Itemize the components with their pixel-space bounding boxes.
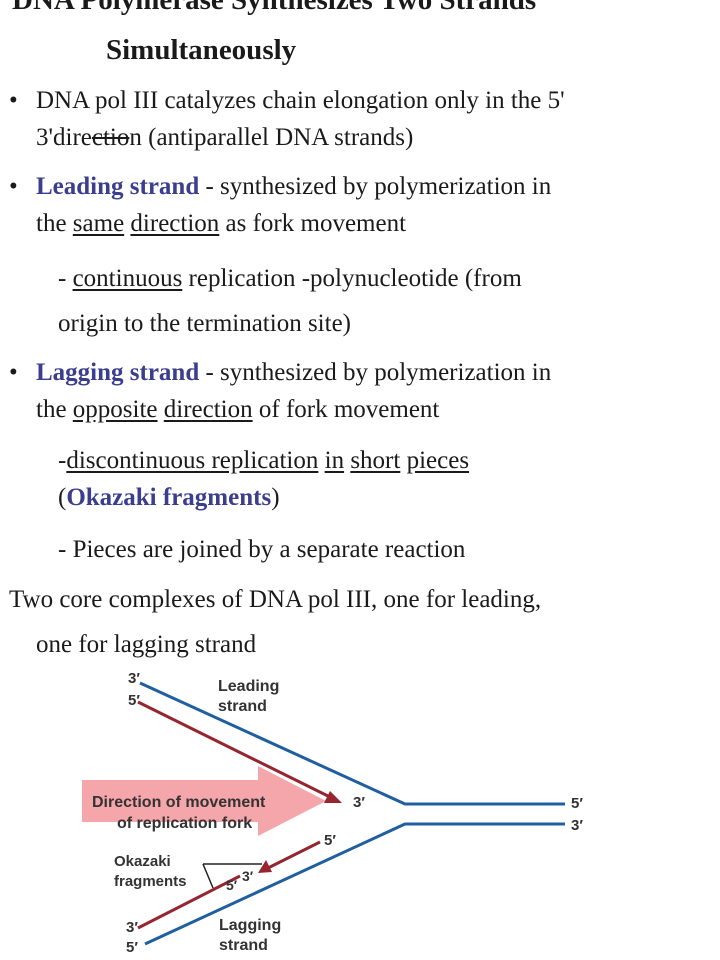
leading-strand-term: Leading strand: [36, 173, 200, 200]
sub-leading-line1: - continuous replication -polynucleotide…: [58, 256, 522, 301]
right-3-end: 3′: [571, 817, 583, 834]
underlined-word: discontinuous replication: [66, 447, 319, 474]
underlined-word: same: [72, 210, 125, 237]
fork-direction-arrow: [82, 766, 326, 836]
bullet-leading-line2: the same direction as fork movement: [9, 205, 551, 242]
leading-label-line1: Leading: [218, 678, 279, 695]
underlined-word: direction: [163, 396, 253, 423]
leading-label-line2: strand: [218, 698, 267, 715]
closing-line1: Two core complexes of DNA pol III, one f…: [9, 586, 542, 613]
text-run: 3'dire: [36, 124, 92, 151]
underlined-word: opposite: [72, 396, 158, 423]
struck-text: ctio: [91, 124, 130, 151]
lagging-template-strand: [144, 822, 565, 946]
sub-lagging-discontinuous: -discontinuous replication in short piec…: [58, 442, 469, 516]
closing-paragraph: Two core complexes of DNA pol III, one f…: [9, 577, 541, 667]
text-run: the: [36, 210, 73, 237]
new-leading-strand: [137, 700, 333, 800]
bullet-pol-iii-line2: 3'direction (antiparallel DNA strands): [9, 119, 565, 156]
text-run: - synthesized by polymerization in: [199, 359, 552, 386]
end-5-bottom: 5′: [126, 939, 138, 956]
underlined-word: short: [350, 447, 401, 474]
text-run: of fork movement: [252, 396, 440, 423]
bullet-pol-iii-line1: DNA pol III catalyzes chain elongation o…: [36, 87, 565, 114]
fragment-5-end: 5′: [226, 877, 238, 893]
okazaki-term: Okazaki fragments: [66, 484, 272, 511]
text-run: -: [58, 447, 67, 474]
lagging-strand-term: Lagging strand: [36, 359, 200, 386]
lagging-label-line2: strand: [219, 937, 268, 954]
sub-leading-line2: origin to the termination site): [58, 310, 351, 337]
fragment-3-end: 3′: [242, 868, 254, 884]
text-run: the: [36, 396, 73, 423]
direction-label-line1: Direction of movement: [92, 794, 266, 811]
lagging-fragment-2: [137, 874, 241, 930]
underlined-word: in: [324, 447, 345, 474]
lagging-fragment-1-arrowhead: [258, 860, 272, 873]
text-run: -: [58, 265, 73, 292]
bullet-leading-strand: • Leading strand - synthesized by polyme…: [9, 168, 551, 242]
leading-template-strand: [139, 681, 565, 806]
leading-new-3-end: 3′: [353, 794, 365, 811]
direction-label-line2: of replication fork: [117, 815, 252, 832]
text-run: ): [271, 484, 280, 511]
lagging-label-line1: Lagging: [219, 917, 281, 934]
sub-leading-continuous: - continuous replication -polynucleotide…: [58, 256, 522, 346]
title-line-2: Simultaneously: [106, 34, 297, 66]
sub-lagging-line1: -discontinuous replication in short piec…: [58, 442, 469, 479]
end-3-bottom: 3′: [126, 919, 138, 936]
bullet-lagging-line2: the opposite direction of fork movement: [9, 391, 551, 428]
text-run: as fork movement: [219, 210, 407, 237]
bullet-marker: •: [9, 173, 18, 200]
sub-pieces-joined: - Pieces are joined by a separate reacti…: [58, 536, 466, 563]
bullet-marker: •: [9, 87, 18, 114]
new-leading-strand-arrowhead: [324, 791, 342, 803]
bullet-marker: •: [9, 359, 18, 386]
bullet-lagging-strand: • Lagging strand - synthesized by polyme…: [9, 354, 551, 428]
okazaki-label-line2: fragments: [114, 873, 187, 890]
text-run: replication -polynucleotide (from: [182, 265, 522, 292]
replication-fork-diagram: Leading strand 3′ 5′ Direction of moveme…: [82, 670, 583, 956]
text-run: - synthesized by polymerization in: [199, 173, 552, 200]
title-line-1: DNA Polymerase Synthesizes Two Strands: [12, 0, 537, 16]
bullet-leading-line1: Leading strand - synthesized by polymeri…: [9, 168, 551, 205]
okazaki-bracket: [202, 863, 262, 889]
text-run: (: [58, 484, 67, 511]
right-5-end: 5′: [571, 795, 583, 812]
sub-lagging-line2: (Okazaki fragments): [58, 479, 469, 516]
end-5-top: 5′: [128, 692, 140, 709]
bullet-lagging-line1: Lagging strand - synthesized by polymeri…: [9, 354, 551, 391]
bullet-pol-iii: • DNA pol III catalyzes chain elongation…: [9, 82, 565, 156]
text-run: n (antiparallel DNA strands): [129, 124, 414, 151]
lagging-new-5-end: 5′: [324, 832, 336, 849]
closing-line2: one for lagging strand: [36, 631, 257, 658]
underlined-word: continuous: [72, 265, 183, 292]
lagging-fragment-1: [267, 840, 321, 870]
underlined-word: direction: [130, 210, 220, 237]
okazaki-label-line1: Okazaki: [114, 853, 171, 870]
end-3-top: 3′: [128, 670, 140, 687]
underlined-word: pieces: [406, 447, 470, 474]
